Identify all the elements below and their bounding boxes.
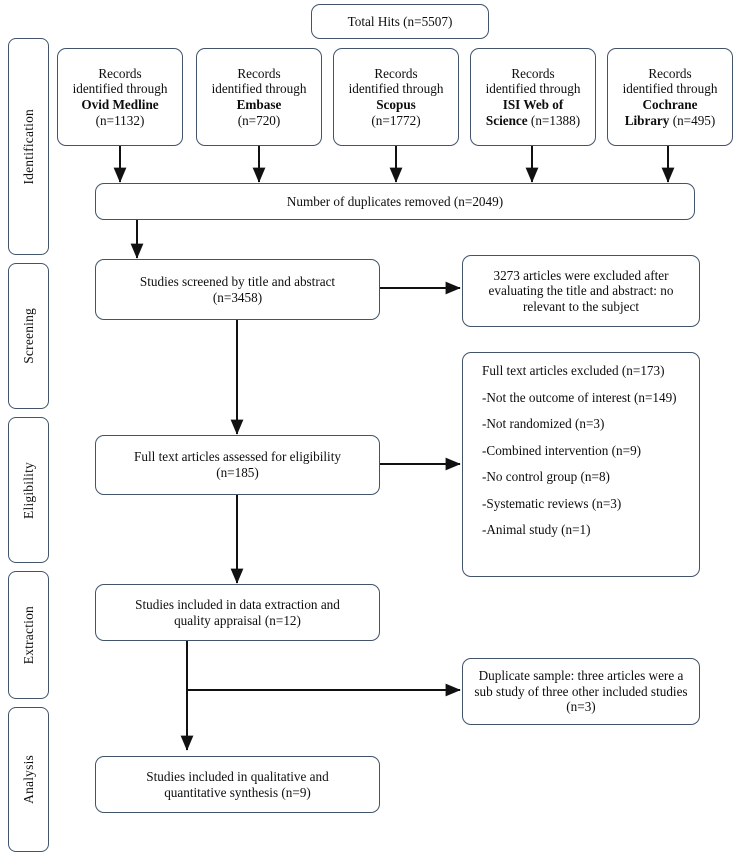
source-count: (n=1388)	[530, 112, 581, 128]
screened-box: Studies screened by title and abstract (…	[95, 259, 380, 320]
source-name: Cochrane	[642, 97, 698, 112]
stage-label: Eligibility	[20, 461, 36, 519]
stage-label: Analysis	[20, 755, 36, 804]
source-box-scopus: Records identified through Scopus (n=177…	[333, 48, 459, 146]
synthesis-line1: Studies included in qualitative and	[146, 768, 329, 784]
fulltext-excluded-heading: Full text articles excluded (n=173)	[482, 363, 665, 378]
total-hits-box: Total Hits (n=5507)	[311, 4, 489, 39]
extraction-line1: Studies included in data extraction and	[135, 596, 340, 612]
stage-eligibility: Eligibility	[8, 417, 49, 563]
screening-excluded-box: 3273 articles were excluded after evalua…	[462, 255, 700, 327]
source-count: (n=1772)	[371, 112, 421, 128]
synthesis-line2: quantitative synthesis (n=9)	[164, 784, 311, 800]
stage-identification: Identification	[8, 38, 49, 255]
fulltext-count: (n=185)	[216, 465, 259, 480]
fulltext-excluded-item: -Not the outcome of interest (n=149)	[482, 389, 677, 405]
source-line2: identified through	[211, 81, 307, 97]
source-line1: Records	[374, 65, 418, 81]
source-line1: Records	[648, 65, 692, 81]
duplicate-sample-line2: sub study of three other included studie…	[474, 683, 688, 699]
fulltext-excluded-item: -No control group (n=8)	[482, 469, 610, 485]
source-box-cochrane-library: Records identified through Cochrane Libr…	[607, 48, 733, 146]
source-name: Ovid Medline	[81, 97, 159, 112]
duplicate-sample-count: (n=3)	[566, 699, 596, 715]
source-name-2: Science	[485, 112, 528, 128]
duplicates-removed-label: Number of duplicates removed (n=2049)	[286, 193, 504, 209]
fulltext-excluded-item: -Not randomized (n=3)	[482, 416, 605, 432]
screening-excluded-line1: 3273 articles were excluded after	[493, 267, 669, 283]
source-box-embase: Records identified through Embase (n=720…	[196, 48, 322, 146]
source-count: (n=495)	[672, 112, 716, 128]
source-line2: identified through	[622, 81, 718, 97]
screening-excluded-line2: evaluating the title and abstract: no	[488, 283, 674, 299]
source-line1: Records	[511, 65, 555, 81]
duplicate-sample-line1: Duplicate sample: three articles were a	[478, 668, 684, 684]
source-line2: identified through	[485, 81, 581, 97]
fulltext-excluded-item: -Combined intervention (n=9)	[482, 442, 642, 458]
fulltext-excluded-item: -Systematic reviews (n=3)	[482, 495, 622, 511]
data-extraction-box: Studies included in data extraction and …	[95, 584, 380, 641]
source-line1: Records	[98, 65, 142, 81]
source-line2: identified through	[72, 81, 168, 97]
screened-count: (n=3458)	[212, 289, 263, 305]
extraction-line2: quality appraisal (n=12)	[174, 612, 301, 628]
source-name-2: Library	[624, 112, 670, 128]
total-hits-label: Total Hits (n=5507)	[347, 13, 453, 29]
screening-excluded-line3: relevant to the subject	[522, 298, 640, 314]
source-count: (n=1132)	[95, 112, 145, 128]
source-name: ISI Web of	[502, 97, 564, 112]
screened-line1: Studies screened by title and abstract	[139, 273, 336, 289]
duplicate-sample-box: Duplicate sample: three articles were a …	[462, 658, 700, 725]
duplicates-removed-box: Number of duplicates removed (n=2049)	[95, 183, 695, 220]
source-name: Scopus	[376, 97, 416, 112]
synthesis-box: Studies included in qualitative and quan…	[95, 756, 380, 813]
source-line1: Records	[237, 65, 281, 81]
stage-analysis: Analysis	[8, 707, 49, 852]
stage-label: Screening	[20, 308, 36, 364]
source-count: (n=720)	[237, 112, 281, 128]
stage-extraction: Extraction	[8, 571, 49, 699]
stage-label: Extraction	[20, 605, 36, 665]
stage-screening: Screening	[8, 263, 49, 409]
fulltext-excluded-box: Full text articles excluded (n=173) -Not…	[462, 352, 700, 577]
source-box-ovid-medline: Records identified through Ovid Medline …	[57, 48, 183, 146]
source-line2: identified through	[348, 81, 444, 97]
fulltext-assessed-box: Full text articles assessed for eligibil…	[95, 435, 380, 495]
source-box-isi-web-of-science: Records identified through ISI Web of Sc…	[470, 48, 596, 146]
source-name: Embase	[236, 97, 282, 112]
stage-label: Identification	[20, 108, 36, 185]
fulltext-excluded-item: -Animal study (n=1)	[482, 522, 591, 538]
fulltext-line1: Full text articles assessed for eligibil…	[134, 449, 341, 465]
